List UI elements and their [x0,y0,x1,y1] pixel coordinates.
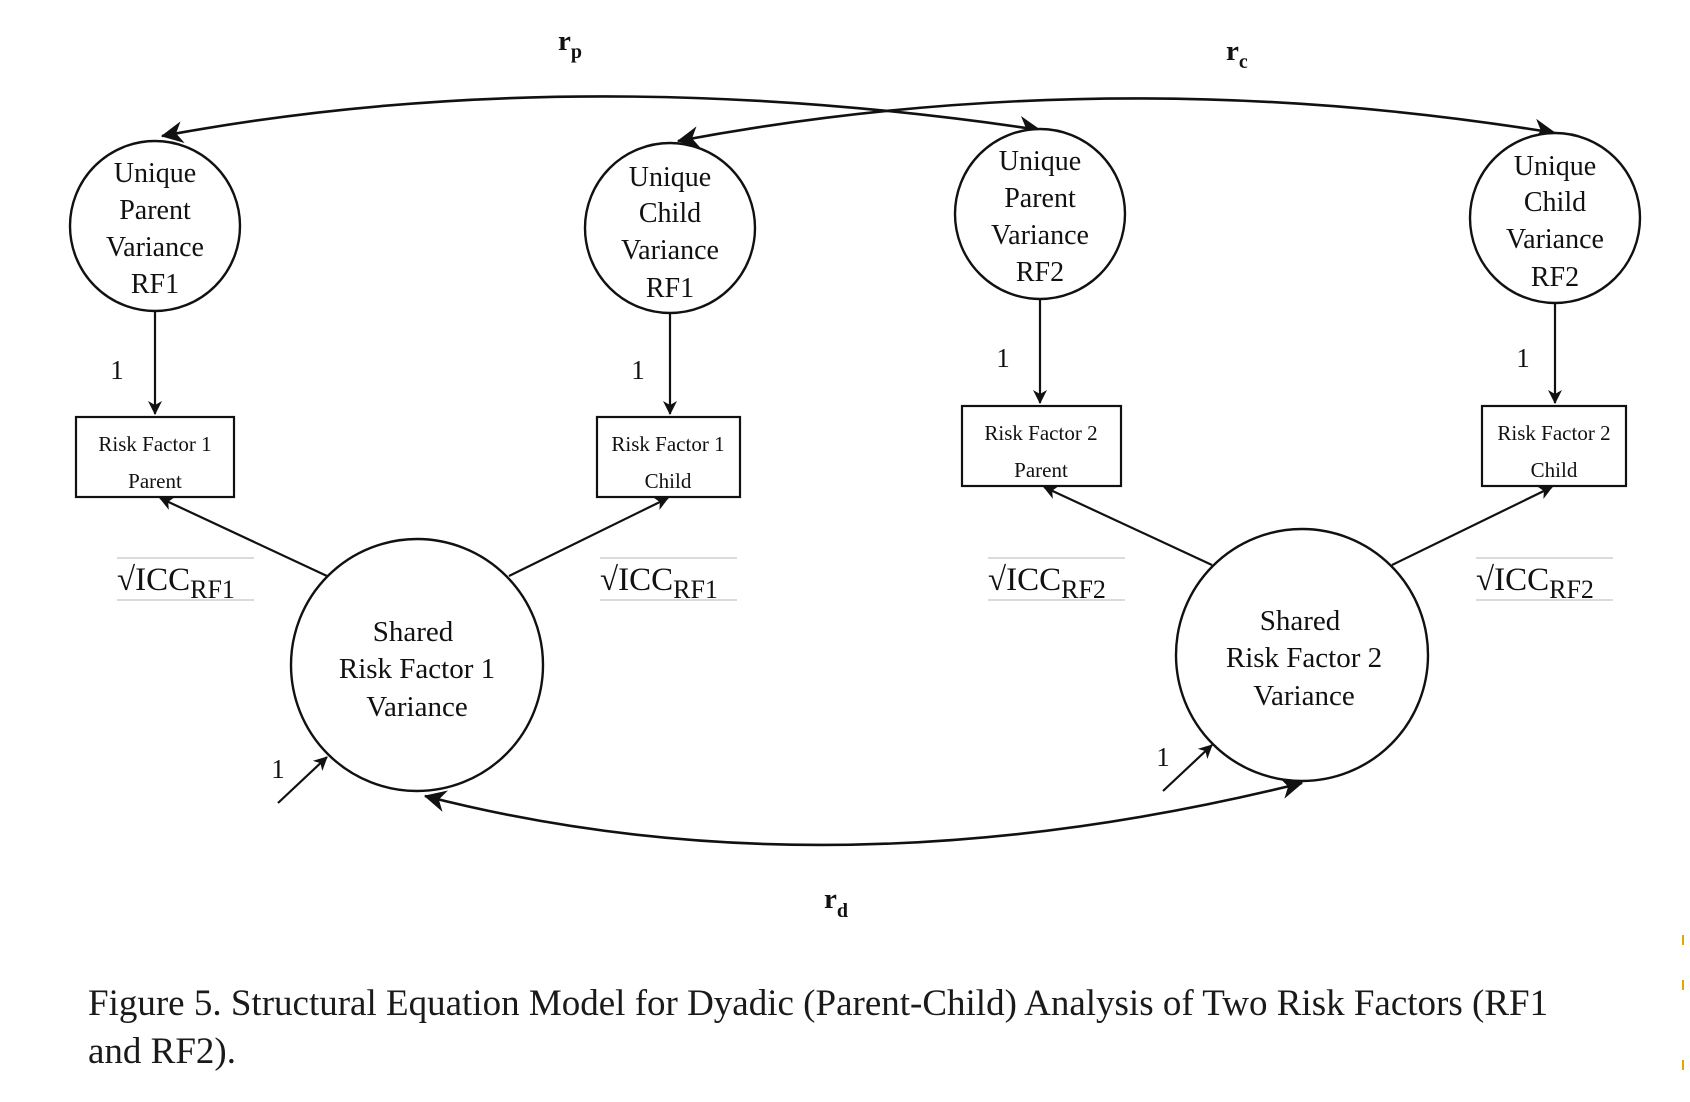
svg-text:Parent: Parent [1004,183,1076,214]
unique-child-rf1-node: Unique Child Variance RF1 [583,141,757,315]
svg-text:Child: Child [639,198,701,229]
loading-unique-parent-rf1: 1 [110,355,124,385]
parent-correlation-arrow [160,95,1042,143]
svg-text:Variance: Variance [1253,680,1354,712]
shared-rf2-node: Shared Risk Factor 2 Variance [1174,527,1430,783]
figure-caption: Figure 5. Structural Equation Model for … [88,983,1549,1072]
risk-factor-1-child-box: Risk Factor 1 Child [595,415,742,499]
svg-text:Variance: Variance [366,691,467,723]
svg-text:Child: Child [1531,458,1578,482]
svg-text:Unique: Unique [114,158,196,189]
svg-text:√ICCRF1: √ICCRF1 [600,562,718,604]
shared-rf1-residual-arrow [277,756,328,804]
unique-child-rf2-node: Unique Child Variance RF2 [1468,131,1642,305]
svg-text:Shared: Shared [1260,605,1341,637]
shared-rf1-to-child-arrow [508,497,669,577]
svg-text:√ICCRF2: √ICCRF2 [988,562,1106,604]
parent-correlation-label: rp [558,25,582,63]
dyadic-correlation-arrow [423,777,1304,847]
unique-parent-rf2-node: Unique Parent Variance RF2 [953,127,1127,301]
svg-text:Unique: Unique [629,162,711,193]
shared-rf1-to-parent-arrow [159,497,328,577]
svg-text:Variance: Variance [106,232,204,263]
dyadic-correlation-label: rd [824,883,848,922]
svg-text:Risk Factor 2: Risk Factor 2 [984,421,1097,445]
loading-shared-rf1: 1 [271,754,285,784]
svg-text:Variance: Variance [1506,224,1604,255]
shared-rf1-node: Shared Risk Factor 1 Variance [289,537,545,793]
svg-text:RF2: RF2 [1016,257,1064,288]
risk-factor-1-parent-box: Risk Factor 1 Parent [74,415,236,499]
svg-text:Unique: Unique [999,146,1081,177]
svg-text:Unique: Unique [1514,151,1596,182]
svg-text:Variance: Variance [621,235,719,266]
svg-text:Child: Child [1524,187,1586,218]
svg-text:Variance: Variance [991,220,1089,251]
svg-text:Risk Factor 1: Risk Factor 1 [339,653,495,685]
svg-text:RF2: RF2 [1531,262,1579,293]
svg-text:Parent: Parent [119,195,191,226]
risk-factor-2-parent-box: Risk Factor 2 Parent [960,404,1123,488]
svg-text:√ICCRF2: √ICCRF2 [1476,562,1594,604]
svg-text:Risk Factor 1: Risk Factor 1 [611,432,724,456]
svg-text:Risk Factor 2: Risk Factor 2 [1226,642,1382,674]
svg-text:Parent: Parent [1014,458,1068,482]
svg-text:Risk Factor 2: Risk Factor 2 [1497,421,1610,445]
loading-shared-rf2: 1 [1156,742,1170,772]
loading-unique-child-rf2: 1 [1516,343,1530,373]
shared-rf2-to-child-arrow [1391,486,1553,566]
edge-marks [1682,935,1684,1070]
icc-rf2-parent-label: √ICCRF2 [988,557,1125,604]
icc-rf2-child-label: √ICCRF2 [1476,557,1613,604]
unique-parent-rf1-node: Unique Parent Variance RF1 [68,139,242,313]
svg-text:Parent: Parent [128,469,182,493]
svg-text:Child: Child [645,469,692,493]
icc-rf1-child-label: √ICCRF1 [600,557,737,604]
svg-text:√ICCRF1: √ICCRF1 [117,562,235,604]
risk-factor-2-child-box: Risk Factor 2 Child [1480,404,1628,488]
svg-text:RF1: RF1 [646,273,694,304]
loading-unique-child-rf1: 1 [631,355,645,385]
icc-rf1-parent-label: √ICCRF1 [117,557,254,604]
shared-rf2-to-parent-arrow [1043,486,1213,566]
child-correlation-label: rc [1226,35,1248,73]
loading-unique-parent-rf2: 1 [996,343,1010,373]
shared-rf2-residual-arrow [1162,744,1213,792]
svg-text:Shared: Shared [373,616,454,648]
child-correlation-arrow [676,97,1557,148]
svg-text:RF1: RF1 [131,269,179,300]
svg-text:Risk Factor 1: Risk Factor 1 [98,432,211,456]
